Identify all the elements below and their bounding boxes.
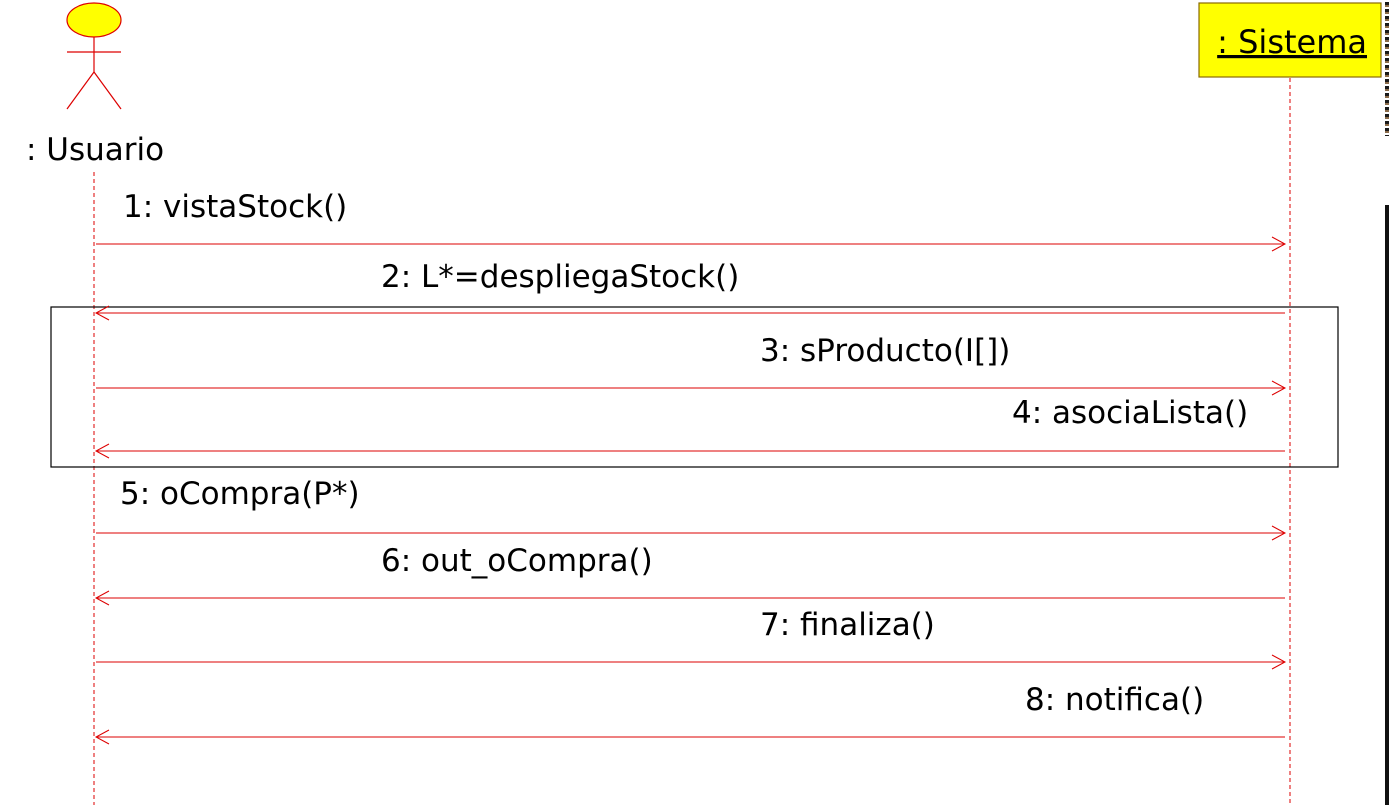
actor-left-leg	[66, 71, 95, 110]
arrowhead-icon	[94, 590, 110, 606]
message-4[interactable]	[94, 443, 1285, 459]
message-5[interactable]	[96, 525, 1287, 541]
message-1[interactable]	[96, 236, 1287, 252]
loop-frame	[50, 306, 1339, 468]
arrowhead-icon	[1271, 525, 1287, 541]
arrowhead-icon	[94, 305, 110, 321]
message-4-label: 4: asociaLista()	[1012, 395, 1248, 431]
actor-label: : Usuario	[26, 132, 164, 168]
edge-bar	[1385, 205, 1389, 805]
arrowhead-icon	[94, 443, 110, 459]
actor-head	[66, 2, 122, 38]
system-label: : Sistema	[1217, 23, 1367, 61]
message-6[interactable]	[94, 590, 1285, 606]
message-5-label: 5: oCompra(P*)	[120, 476, 360, 512]
message-7-label: 7: finaliza()	[760, 607, 935, 643]
message-3[interactable]	[96, 380, 1287, 396]
message-2-label: 2: L*=despliegaStock()	[381, 259, 739, 295]
arrowhead-icon	[1271, 654, 1287, 670]
message-6-label: 6: out_oCompra()	[381, 543, 653, 579]
actor-figure	[66, 2, 122, 110]
window-edge-strip	[1383, 0, 1389, 805]
message-8[interactable]	[94, 729, 1285, 745]
message-8-label: 8: notifica()	[1025, 682, 1204, 718]
message-7[interactable]	[96, 654, 1287, 670]
message-1-label: 1: vistaStock()	[123, 189, 347, 225]
arrowhead-icon	[1271, 380, 1287, 396]
message-3-label: 3: sProducto(I[])	[760, 333, 1010, 369]
system-object-box[interactable]	[1198, 2, 1382, 78]
message-2[interactable]	[94, 305, 1285, 321]
edge-pattern	[1385, 2, 1389, 136]
actor-right-leg	[93, 71, 122, 110]
arrowhead-icon	[1271, 236, 1287, 252]
arrowhead-icon	[94, 729, 110, 745]
